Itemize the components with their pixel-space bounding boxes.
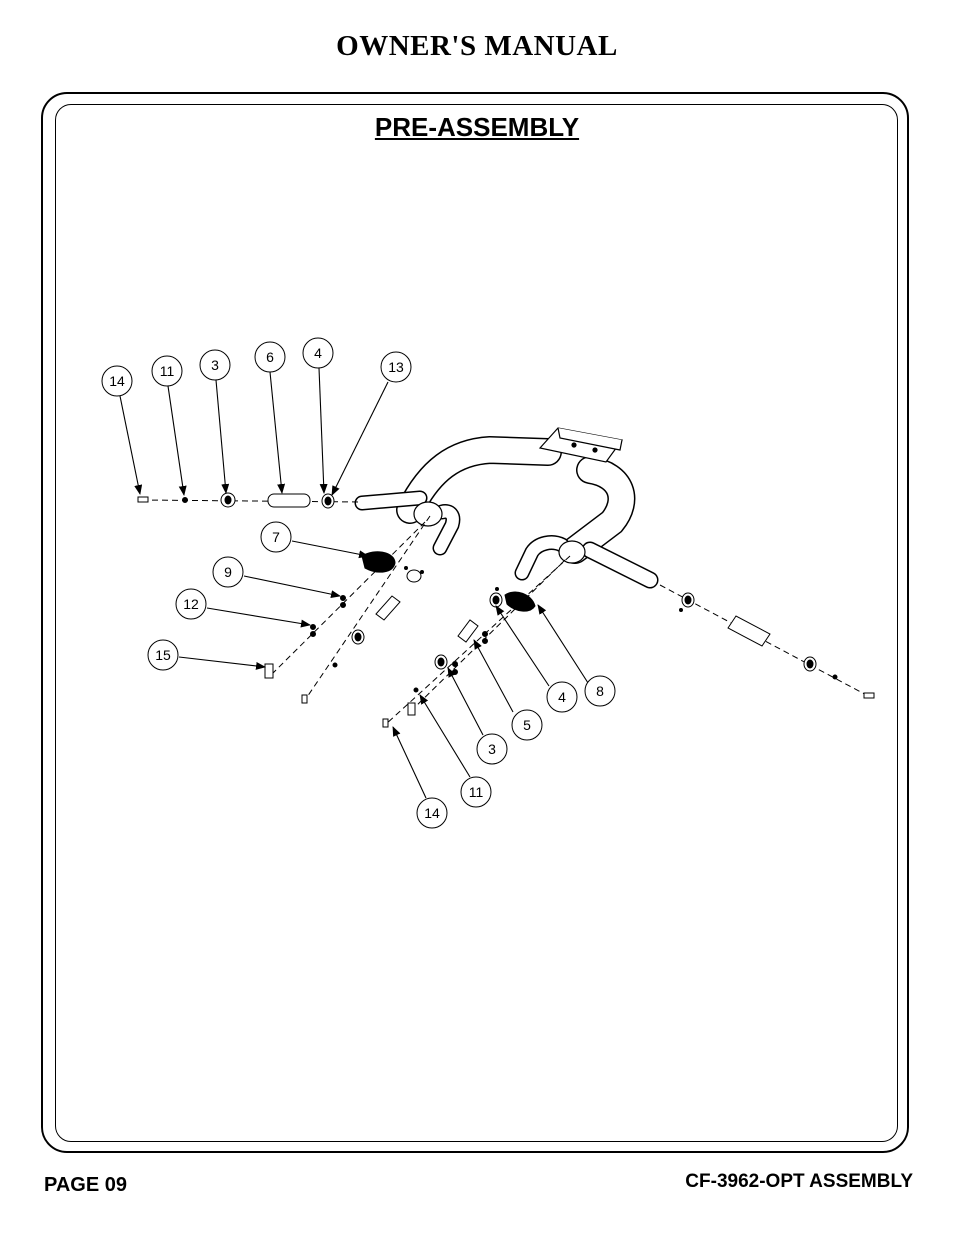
callout-6: 6: [254, 341, 286, 373]
callout-11-top: 11: [151, 355, 183, 387]
callout-label: 8: [596, 683, 604, 699]
leader-lines: [119, 367, 591, 799]
callout-label: 3: [211, 357, 219, 373]
callout-label: 6: [266, 349, 274, 365]
callout-5: 5: [511, 709, 543, 741]
callout-label: 9: [224, 564, 232, 580]
left-hardware-row: [137, 492, 363, 509]
callout-12: 12: [175, 588, 207, 620]
callout-label: 15: [155, 647, 171, 663]
section-title: PRE-ASSEMBLY: [374, 112, 580, 142]
callout-4-bottom: 4: [546, 681, 578, 713]
callout-bubbles: 14 11 3 6 4 13 7 9 12 15 4 8 5 3 11 14: [101, 337, 616, 829]
callout-label: 12: [183, 596, 199, 612]
callout-3-bottom: 3: [476, 733, 508, 765]
callout-15: 15: [147, 639, 179, 671]
callout-label: 4: [558, 689, 566, 705]
callout-8: 8: [584, 675, 616, 707]
callout-label: 11: [469, 784, 484, 800]
callout-label: 4: [314, 345, 322, 361]
callout-13: 13: [380, 351, 412, 383]
page-frame-outer: [41, 92, 909, 1153]
callout-label: 11: [160, 363, 175, 379]
callout-label: 5: [523, 717, 531, 733]
callout-label: 13: [388, 359, 404, 375]
callout-7: 7: [260, 521, 292, 553]
callout-label: 7: [272, 529, 280, 545]
left-lower-hardware: [264, 515, 431, 704]
callout-11-bottom: 11: [460, 776, 492, 808]
page-frame-inner: [55, 104, 898, 1142]
callout-14-top: 14: [101, 365, 133, 397]
callout-label: 3: [488, 741, 496, 757]
callout-4-top: 4: [302, 337, 334, 369]
manual-title: OWNER'S MANUAL: [336, 30, 618, 62]
right-grip-hardware: [659, 584, 875, 699]
callout-14-bottom: 14: [416, 797, 448, 829]
callout-label: 14: [424, 805, 440, 821]
callout-9: 9: [212, 556, 244, 588]
model-assembly-label: CF-3962-OPT ASSEMBLY: [685, 1171, 913, 1192]
callout-label: 14: [109, 373, 125, 389]
handlebar-frame: [354, 427, 659, 589]
right-lower-hardware: [382, 555, 571, 728]
callout-3-top: 3: [199, 349, 231, 381]
page-number: PAGE 09: [44, 1174, 127, 1196]
